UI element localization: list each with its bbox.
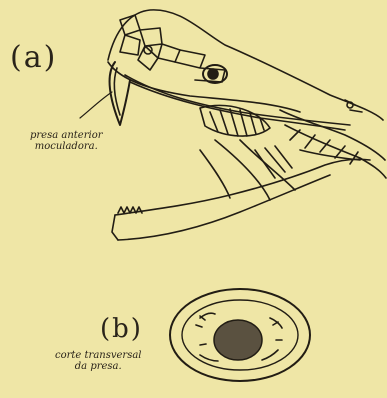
caption-a-line2: moculadora. (30, 141, 103, 152)
caption-b-line1: corte transversal (55, 350, 142, 361)
caption-b: corte transversal da presa. (55, 350, 142, 372)
caption-a-line1: presa anterior (30, 130, 103, 141)
lower-jaw (115, 159, 370, 215)
label-b: (b) (100, 314, 143, 344)
head-outline (108, 10, 383, 120)
caption-a: presa anterior moculadora. (30, 130, 103, 152)
label-a: (a) (10, 40, 57, 75)
caption-b-line2: da presa. (55, 361, 142, 372)
